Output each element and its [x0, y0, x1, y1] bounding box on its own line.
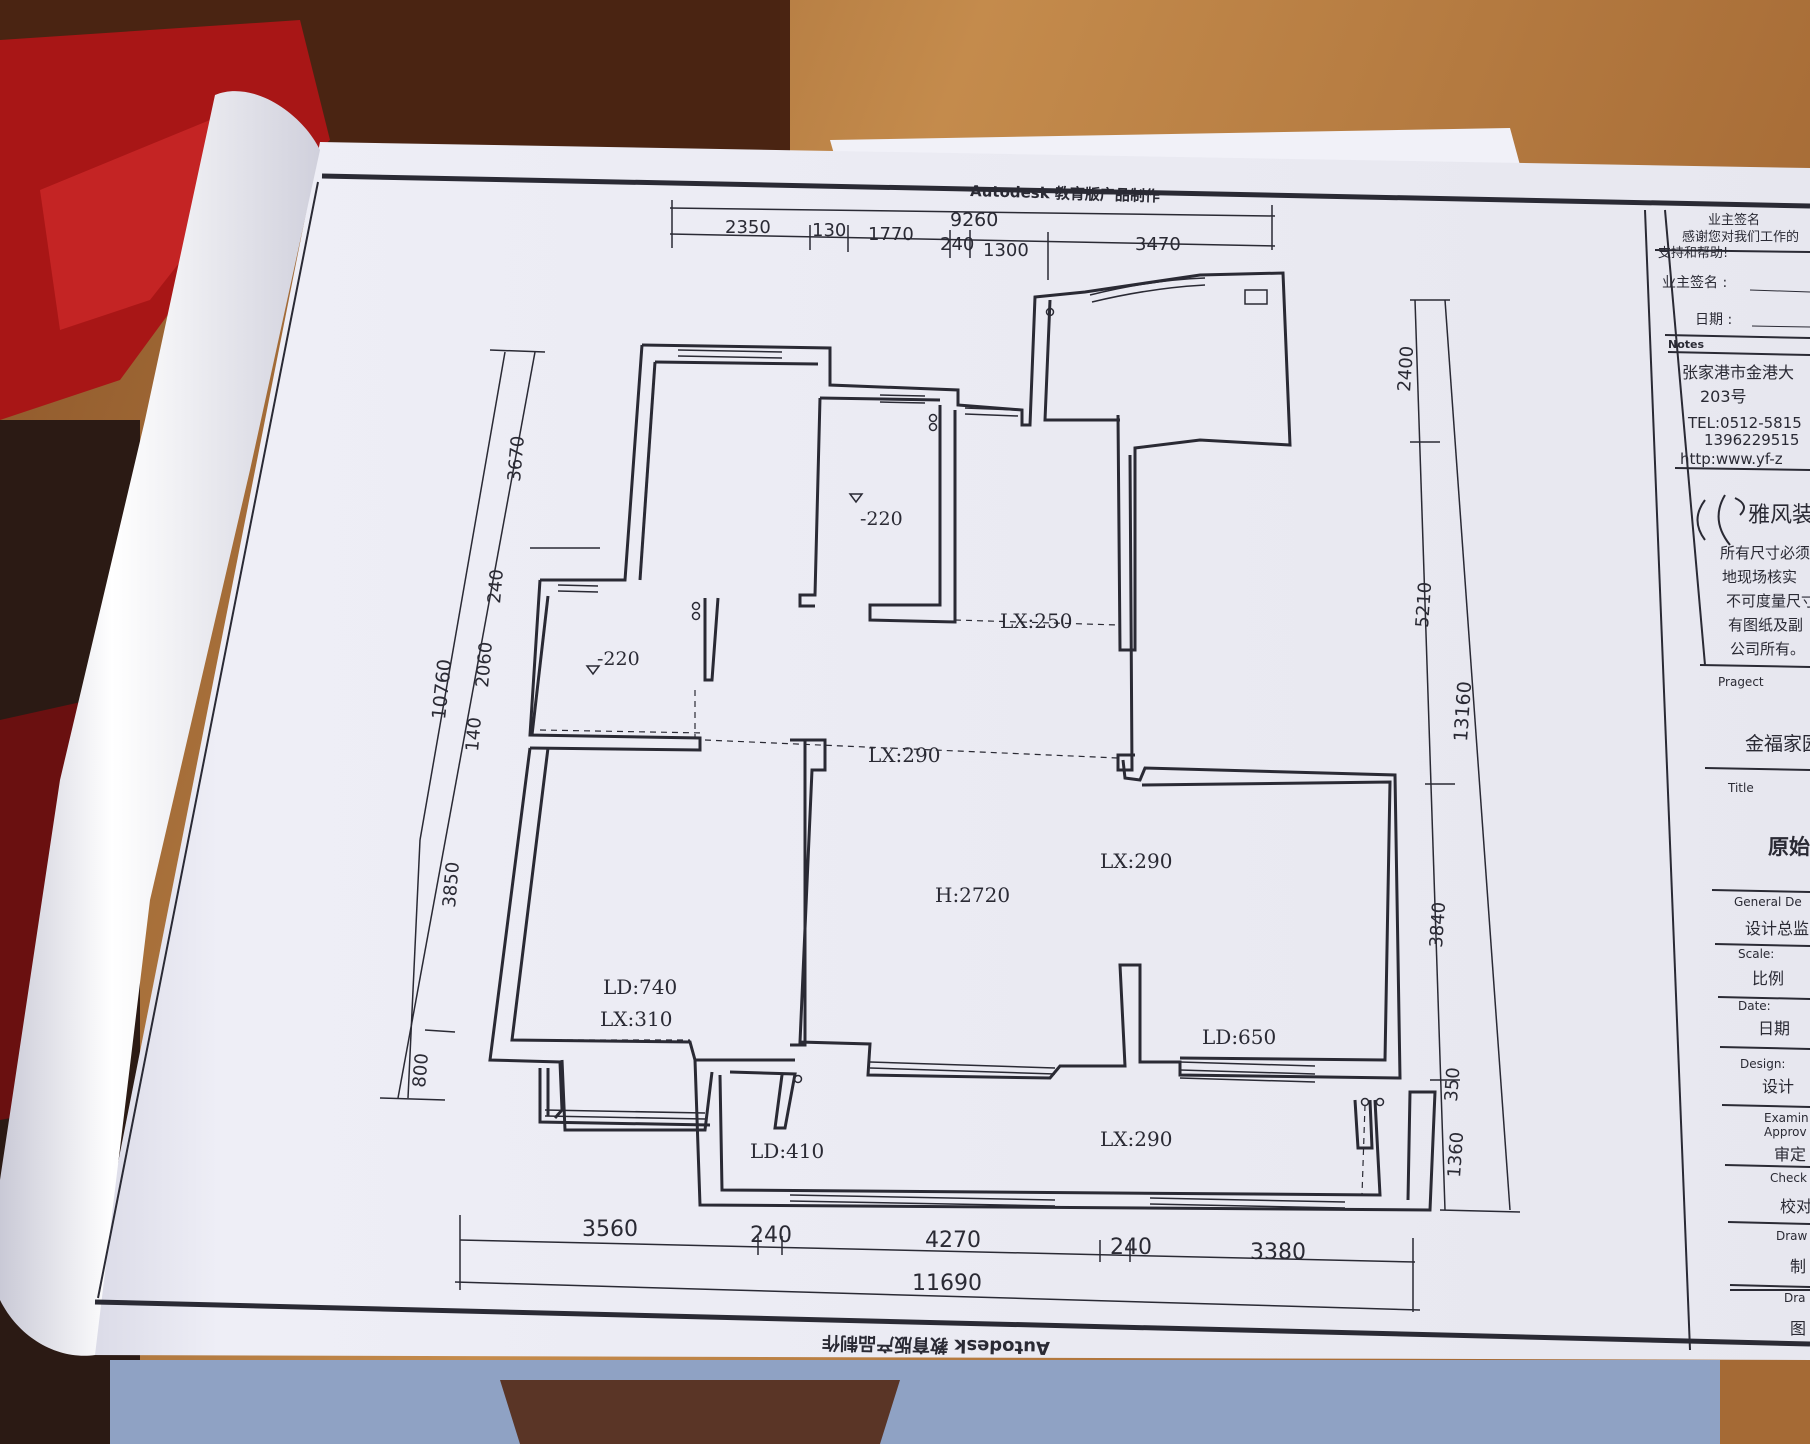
tb-mobile: 1396229515: [1704, 431, 1799, 449]
tb-project-value: 金福家园: [1745, 733, 1810, 755]
tb-draw2-value: 图: [1790, 1319, 1806, 1338]
room-label-lx310: LX:310: [600, 1007, 672, 1031]
tb-exam-label-2: Approv: [1764, 1125, 1807, 1139]
tb-thanks-1: 感谢您对我们工作的: [1682, 229, 1799, 245]
tb-design-label: Design:: [1740, 1057, 1785, 1071]
dim-right-seg-5: 1360: [1444, 1131, 1468, 1178]
drawing-border-bottom: [94, 1299, 1810, 1347]
paper-roll: [0, 91, 320, 1356]
level-label-b: -220: [597, 648, 640, 670]
tb-exam-value: 审定: [1774, 1145, 1806, 1164]
tb-notes: Notes: [1668, 338, 1704, 351]
dim-top-seg-5: 1300: [983, 240, 1029, 261]
tb-address-1: 张家港市金港大: [1682, 363, 1794, 382]
tb-draw-label: Draw: [1776, 1229, 1808, 1243]
tb-note-1: 所有尺寸必须: [1720, 544, 1810, 562]
windows: [544, 277, 1346, 1209]
room-label-lx290-bottom: LX:290: [1100, 1127, 1172, 1151]
dim-right-seg-2: 5210: [1412, 581, 1436, 628]
jeans: [110, 1360, 1720, 1444]
tb-note-4: 有图纸及副: [1728, 616, 1803, 634]
company-logo: [1696, 494, 1745, 546]
tb-note-2: 地现场核实: [1722, 568, 1797, 586]
tb-scale-value: 比例: [1752, 969, 1784, 988]
tb-owner-sign-header: 业主签名: [1708, 212, 1760, 228]
room-label-lx290-right: LX:290: [1100, 849, 1172, 873]
fixtures: [585, 289, 1385, 1107]
tb-thanks-2: 支持和帮助!: [1658, 246, 1728, 261]
tb-title-value: 原始: [1768, 835, 1810, 859]
walls: [488, 271, 1437, 1212]
dim-top-seg-2: 130: [812, 220, 846, 241]
dashed-openings: [512, 619, 1366, 1196]
tb-scale-label: Scale:: [1738, 947, 1774, 961]
dim-right-seg-4: 350: [1441, 1067, 1464, 1103]
tb-exam-label-1: Examin: [1764, 1111, 1809, 1125]
tb-check-value: 校对: [1780, 1197, 1810, 1216]
tb-check-label: Check: [1770, 1171, 1807, 1185]
tb-note-3: 不可度量尺寸: [1726, 592, 1810, 610]
dim-left-seg-3: 2060: [472, 641, 497, 688]
floor-plan-drawing: [94, 173, 1810, 1351]
dim-top-seg-4: 240: [940, 234, 974, 255]
tb-design-value: 设计: [1762, 1077, 1794, 1096]
tb-date-label: Date:: [1738, 999, 1771, 1013]
tb-general-label: General De: [1734, 895, 1802, 909]
tb-general-value: 设计总监: [1745, 919, 1809, 938]
tb-title-label: Title: [1727, 781, 1754, 795]
tb-owner-sign: 业主签名 :: [1662, 274, 1727, 291]
dim-left-seg-2: 240: [484, 568, 508, 604]
dim-top-total: 9260: [950, 209, 998, 231]
dim-left-seg-6: 800: [409, 1052, 433, 1088]
dim-bottom-seg-1: 3560: [582, 1217, 638, 1242]
room-label-lx290-mid: LX:290: [868, 743, 940, 767]
room-label-ld410: LD:410: [750, 1139, 824, 1163]
tb-date-value: 日期: [1758, 1019, 1790, 1038]
dim-left-seg-1: 3670: [504, 435, 529, 482]
dim-left-seg-4: 140: [462, 716, 486, 752]
tb-project-label: Pragect: [1718, 675, 1764, 689]
header-banner: Autodesk 教育版产品制作: [970, 182, 1160, 205]
dim-top-seg-1: 2350: [725, 217, 771, 238]
dim-bottom-seg-3: 4270: [925, 1228, 981, 1253]
dim-right-seg-1: 2400: [1394, 345, 1418, 392]
tb-date: 日期 :: [1695, 312, 1732, 328]
room-label-ld740: LD:740: [603, 975, 677, 999]
dim-bottom-seg-4: 240: [1110, 1235, 1152, 1260]
tb-address-2: 203号: [1700, 387, 1747, 406]
dim-right-seg-3: 3840: [1426, 901, 1450, 948]
dim-right-total: 13160: [1450, 681, 1476, 743]
room-label-lx250: LX:250: [1000, 609, 1072, 633]
room-label-ld650: LD:650: [1202, 1025, 1276, 1049]
dim-bottom-seg-2: 240: [750, 1223, 792, 1248]
dim-bottom-total: 11690: [912, 1271, 982, 1296]
tb-note-5: 公司所有。: [1730, 640, 1805, 658]
level-label-a: -220: [860, 508, 903, 530]
dim-top-seg-3: 1770: [868, 224, 914, 245]
tb-draw2-label: Dra: [1784, 1291, 1806, 1305]
tb-web: http:www.yf-z: [1680, 450, 1783, 468]
tb-draw-value: 制: [1790, 1257, 1806, 1276]
arm: [500, 1380, 900, 1444]
room-label-h2720: H:2720: [935, 883, 1010, 907]
title-block-frame: [1644, 209, 1810, 1351]
blueprint-paper: [80, 142, 1810, 1360]
tb-tel: TEL:0512-5815: [1687, 414, 1802, 432]
dim-left-seg-5: 3850: [439, 861, 464, 908]
dim-bottom-seg-5: 3380: [1250, 1240, 1306, 1265]
dim-top-seg-6: 3470: [1135, 234, 1181, 255]
tb-company: 雅风装: [1748, 503, 1810, 528]
drawing-border: [321, 173, 1810, 209]
